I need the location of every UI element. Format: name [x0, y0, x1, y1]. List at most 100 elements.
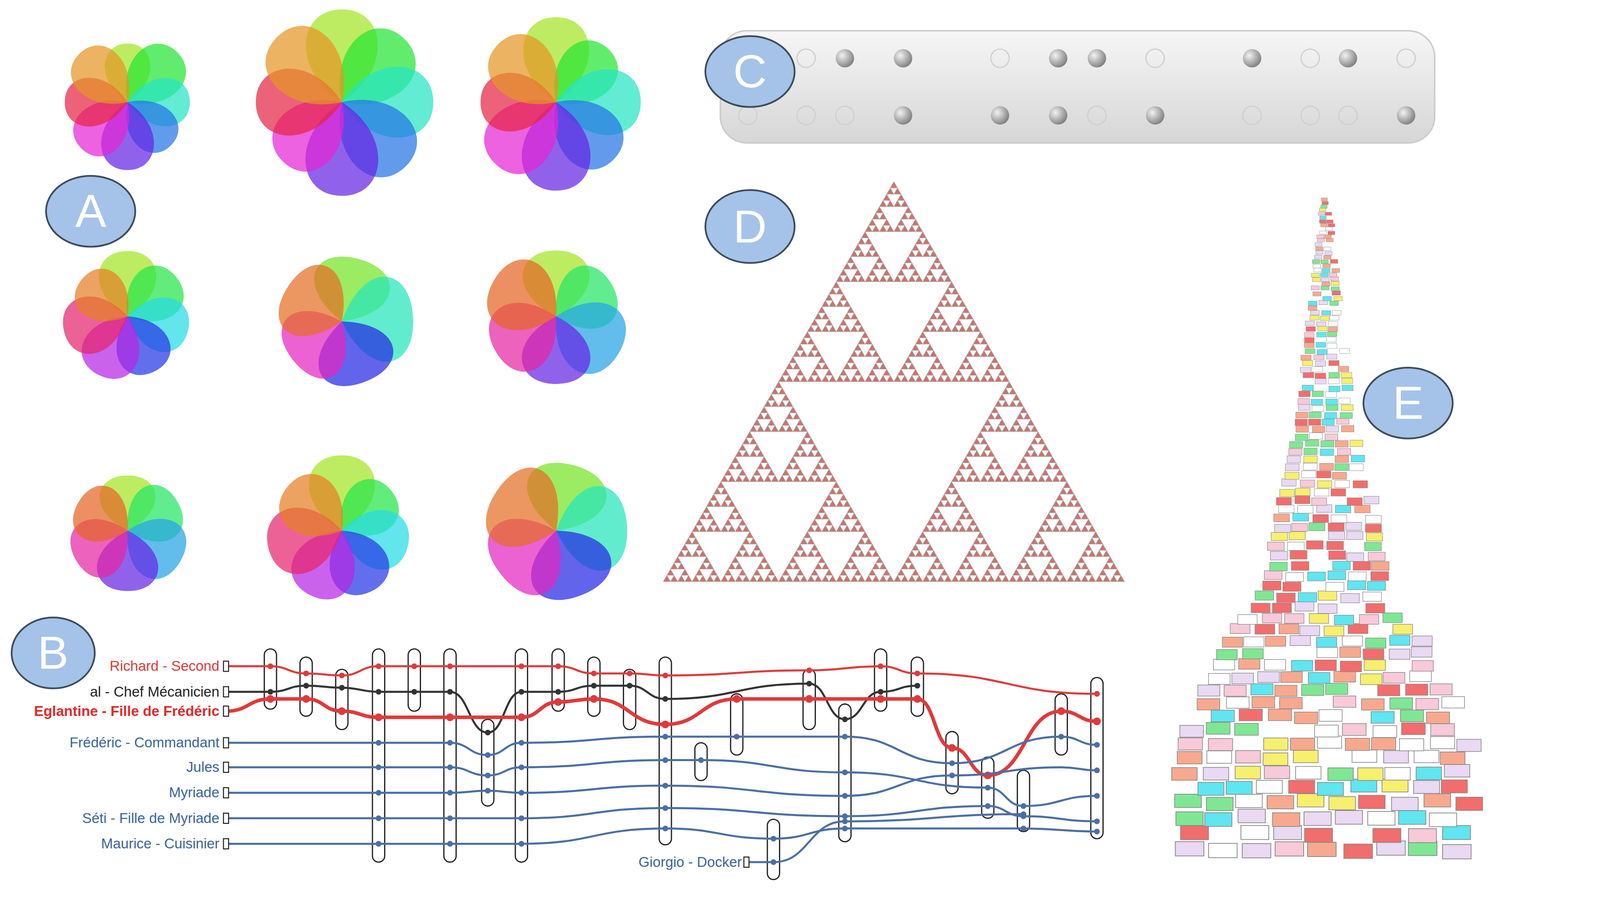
tower-block [1411, 646, 1432, 658]
tower-block [1279, 697, 1303, 709]
fractal-cell [753, 419, 761, 426]
fractal-cell [843, 313, 851, 320]
tower-block [1283, 582, 1302, 592]
fractal-cell [814, 462, 822, 470]
tower-block [1303, 455, 1318, 463]
fractal-cell [778, 425, 786, 432]
bead-slot [1301, 49, 1320, 68]
tower-block [1302, 360, 1313, 366]
fractal-cell [980, 425, 988, 432]
event-dot [590, 695, 598, 703]
fractal-cell [987, 475, 995, 483]
tower-block [1426, 712, 1450, 724]
fractal-cell [793, 575, 801, 582]
fractal-cell [713, 525, 721, 533]
tower-block [1328, 360, 1339, 366]
fractal-cell [998, 394, 1006, 401]
fractal-cell [706, 563, 714, 570]
tower-block [1300, 355, 1311, 361]
fractal-cell [1102, 575, 1111, 582]
fractal-cell [724, 469, 733, 476]
fractal-cell [807, 475, 815, 483]
fractal-cell [814, 350, 822, 357]
fractal-cell [951, 475, 959, 483]
fractal-cell [1045, 475, 1053, 483]
fractal-cell [872, 262, 880, 270]
fractal-cell [818, 456, 826, 464]
fractal-cell [1063, 481, 1071, 489]
tower-block [1331, 514, 1348, 523]
event-box [730, 694, 743, 756]
fractal-cell [922, 375, 930, 382]
fractal-cell [771, 575, 779, 582]
fractal-cell [821, 300, 830, 308]
tower-block [1371, 561, 1390, 571]
fractal-cell [764, 475, 772, 483]
tower-block [1333, 671, 1356, 683]
tower-block [1332, 561, 1351, 570]
tower-block [1326, 343, 1337, 349]
tower-block [1270, 551, 1288, 560]
fractal-cell [1037, 525, 1046, 533]
fractal-cell [879, 575, 887, 582]
tower-block [1310, 310, 1320, 315]
event-dot [338, 685, 345, 691]
flower-petal [473, 456, 580, 567]
flower-petal [251, 12, 367, 128]
tower-block [1314, 255, 1322, 260]
tower-block [1304, 812, 1332, 826]
fractal-cell [699, 563, 707, 570]
fractal-cell [1041, 544, 1050, 551]
fractal-cell [872, 363, 880, 370]
fractal-cell [785, 412, 794, 420]
fractal-cell [1073, 500, 1082, 508]
fractal-cell [1070, 569, 1078, 576]
tower-block [1311, 405, 1324, 412]
bead-slot [1087, 106, 1107, 125]
fractal-cell [1019, 456, 1028, 464]
fractal-cell [937, 525, 945, 533]
fractal-cell [922, 325, 930, 333]
fractal-cell [1073, 513, 1082, 520]
tower-block [1329, 301, 1339, 306]
tower-block [1331, 281, 1340, 286]
fractal-cell [883, 269, 891, 276]
fractal-cell [778, 375, 786, 382]
fractal-cell [825, 319, 833, 326]
fractal-cell [764, 563, 772, 570]
fractal-cell [1049, 556, 1057, 564]
fractal-cell [785, 400, 794, 407]
tower-block [1321, 310, 1331, 315]
tower-block [1303, 448, 1317, 455]
tower-block [1295, 601, 1314, 612]
fractal-cell [793, 475, 801, 483]
event-dot [877, 663, 884, 670]
tower-block [1316, 234, 1324, 239]
tower-block [1208, 843, 1237, 858]
tower-block [1235, 794, 1263, 808]
fractal-cell [1037, 475, 1046, 483]
fractal-cell [922, 338, 930, 345]
event-box [408, 649, 421, 712]
fractal-cell [1002, 425, 1010, 432]
tower-block [1307, 572, 1326, 582]
fractal-cell [922, 550, 930, 557]
tower-block [1174, 794, 1202, 808]
fractal-cell [857, 550, 865, 557]
tower-block [1295, 496, 1311, 505]
fractal-cell [864, 375, 873, 382]
tower-block [1286, 455, 1301, 463]
line-start-marker [223, 686, 229, 698]
tower-block [1319, 300, 1328, 305]
tower-block [1321, 197, 1328, 201]
fractal-cell [994, 462, 1003, 470]
tower-block [1313, 354, 1325, 360]
event-box [515, 649, 528, 863]
tower-block [1401, 723, 1426, 736]
event-dot [447, 790, 453, 796]
fractal-cell [1066, 525, 1074, 533]
tower-block [1315, 378, 1327, 385]
fractal-cell [951, 575, 959, 582]
fractal-cell [1052, 575, 1060, 582]
fractal-cell [947, 281, 956, 289]
